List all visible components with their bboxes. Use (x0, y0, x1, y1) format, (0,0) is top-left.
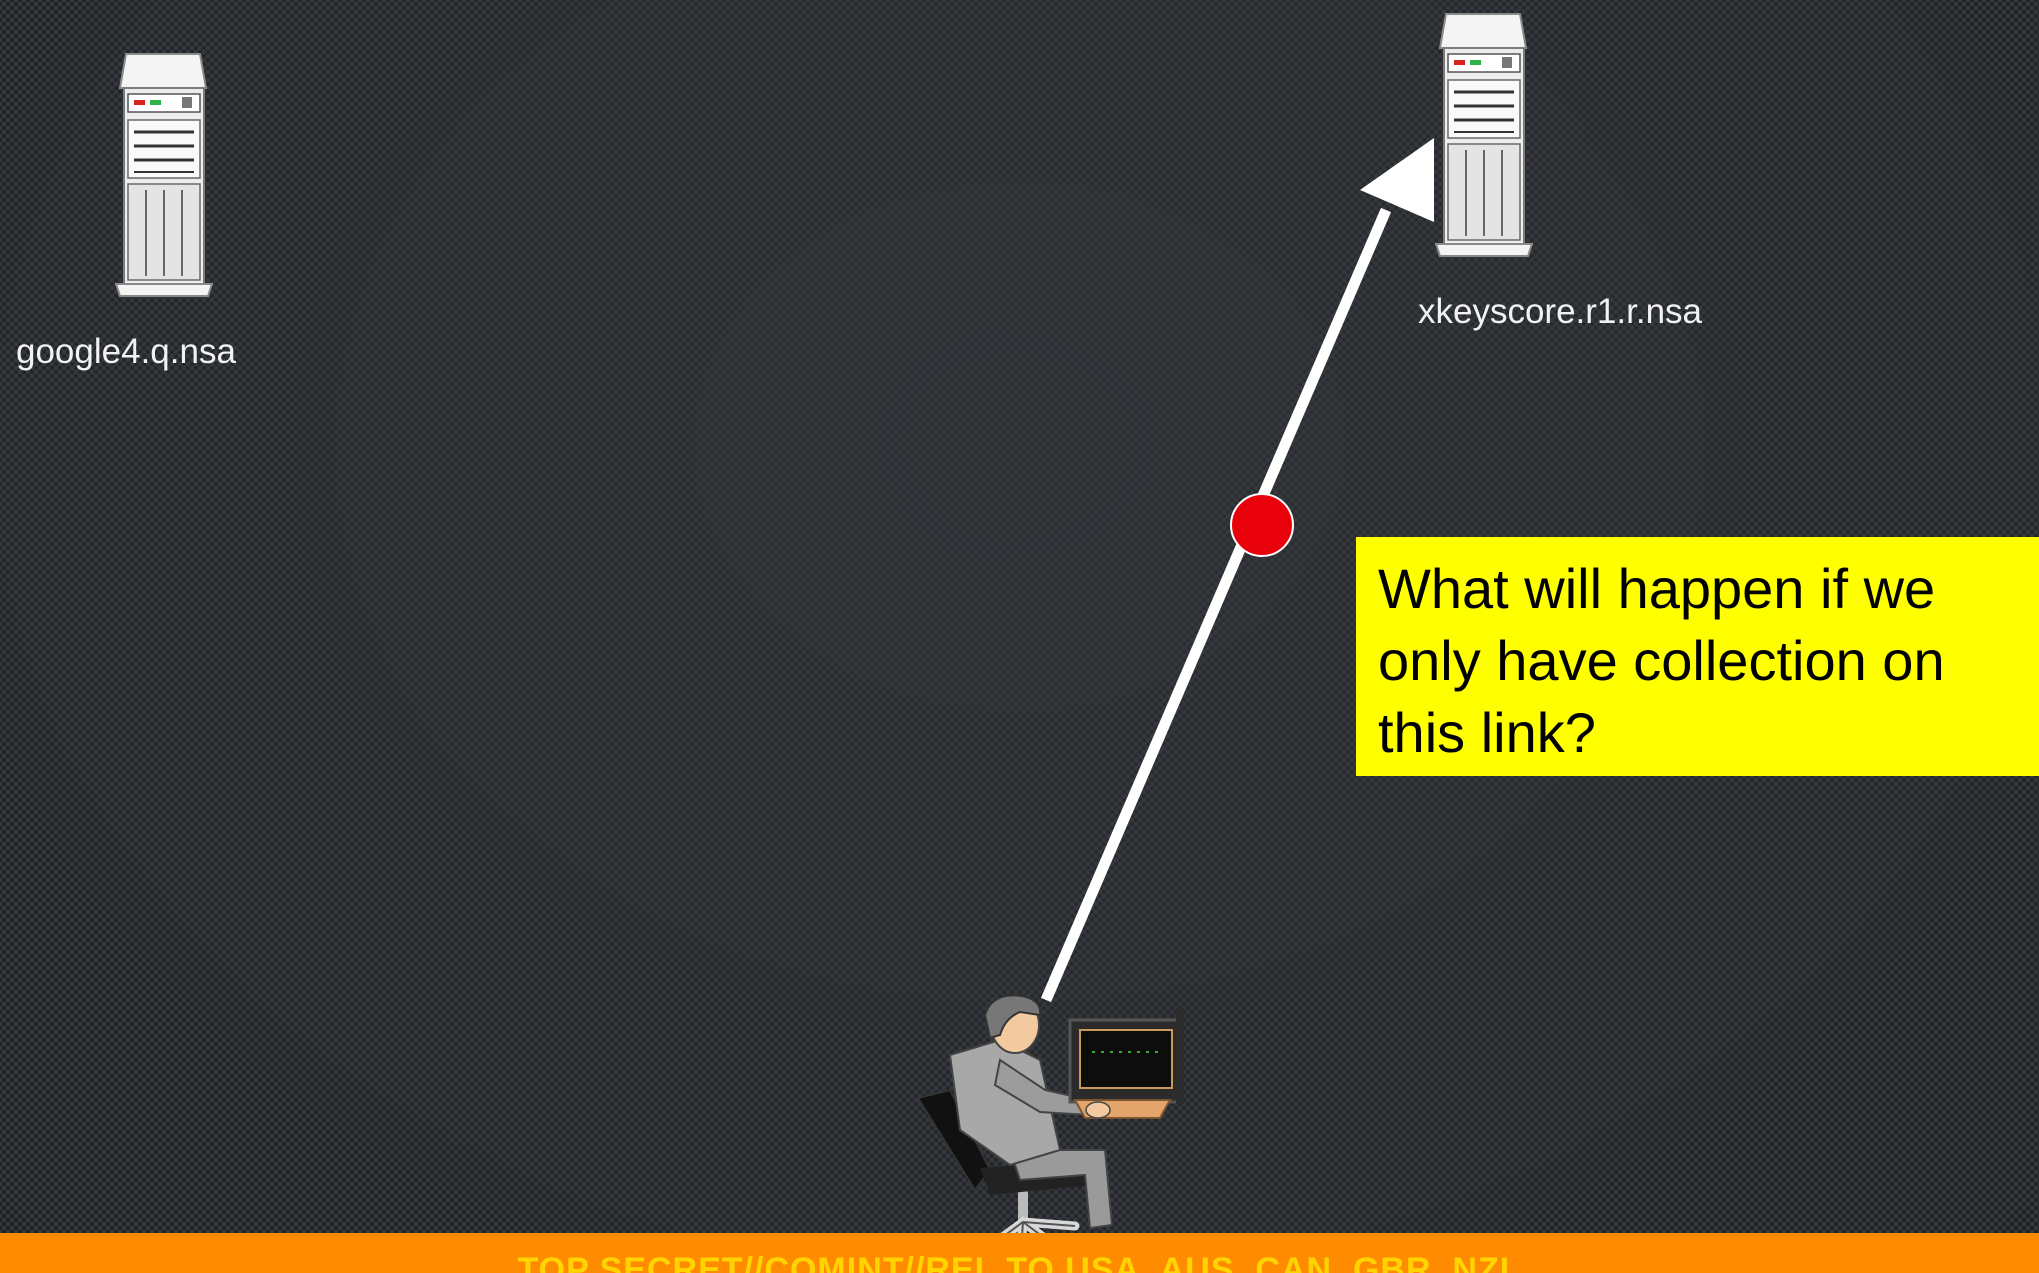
callout-box: What will happen if we only have collect… (1356, 537, 2039, 776)
classification-text: TOP SECRET//COMINT//REL TO USA, AUS, CAN… (0, 1251, 2039, 1273)
classification-banner: TOP SECRET//COMINT//REL TO USA, AUS, CAN… (0, 1233, 2039, 1273)
collection-point-icon (1231, 494, 1293, 556)
arrowhead-icon (1360, 138, 1434, 222)
callout-text: What will happen if we only have collect… (1378, 557, 1945, 764)
analyst-at-computer-icon (918, 995, 1184, 1265)
